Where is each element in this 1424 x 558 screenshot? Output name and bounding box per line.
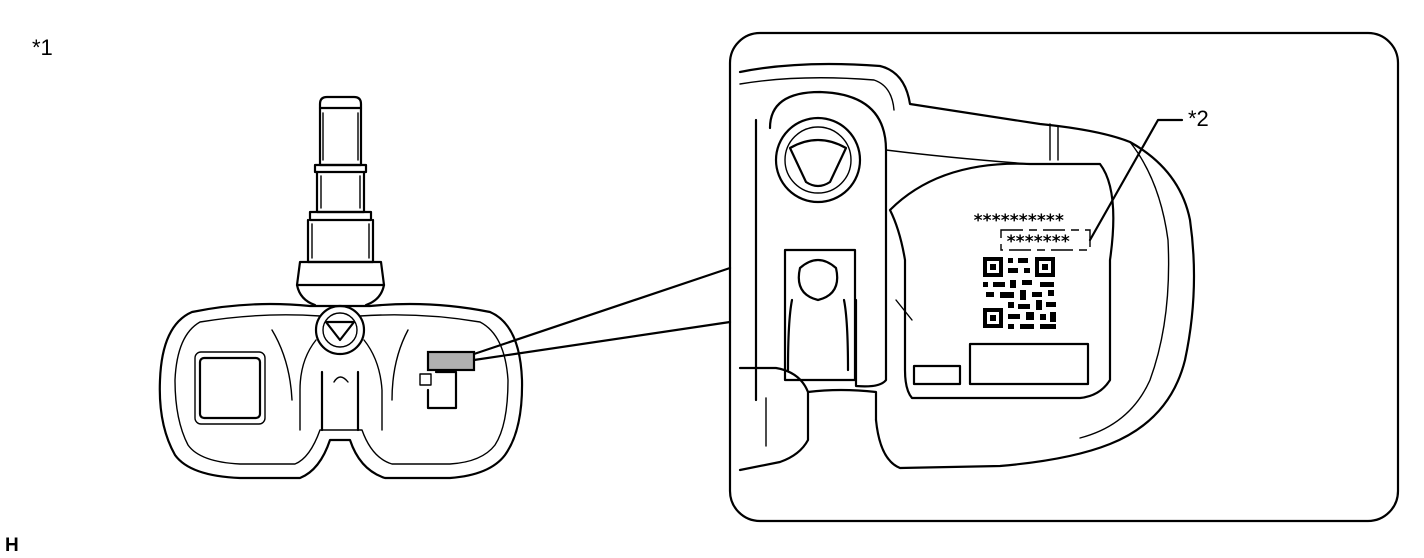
enlarged-detail-view: ********** *******	[728, 31, 1400, 523]
qr-code	[983, 257, 1056, 329]
marking-line-1: **********	[973, 211, 1064, 231]
valve-stem	[295, 95, 386, 307]
label-area-highlight	[426, 350, 476, 372]
zoom-leader-lines	[472, 266, 732, 362]
detail-frame	[728, 31, 1400, 523]
tpms-sensor-overview	[158, 95, 524, 480]
sensor-body	[158, 302, 524, 480]
marking-line-2: *******	[1006, 232, 1070, 252]
callout-2-leader	[1088, 118, 1184, 242]
callout-2-label: *2	[1188, 106, 1209, 131]
small-label-box	[912, 364, 962, 386]
callout-1-label: *1	[32, 35, 53, 60]
large-label-box	[968, 342, 1090, 386]
figure-code: H	[5, 535, 19, 556]
